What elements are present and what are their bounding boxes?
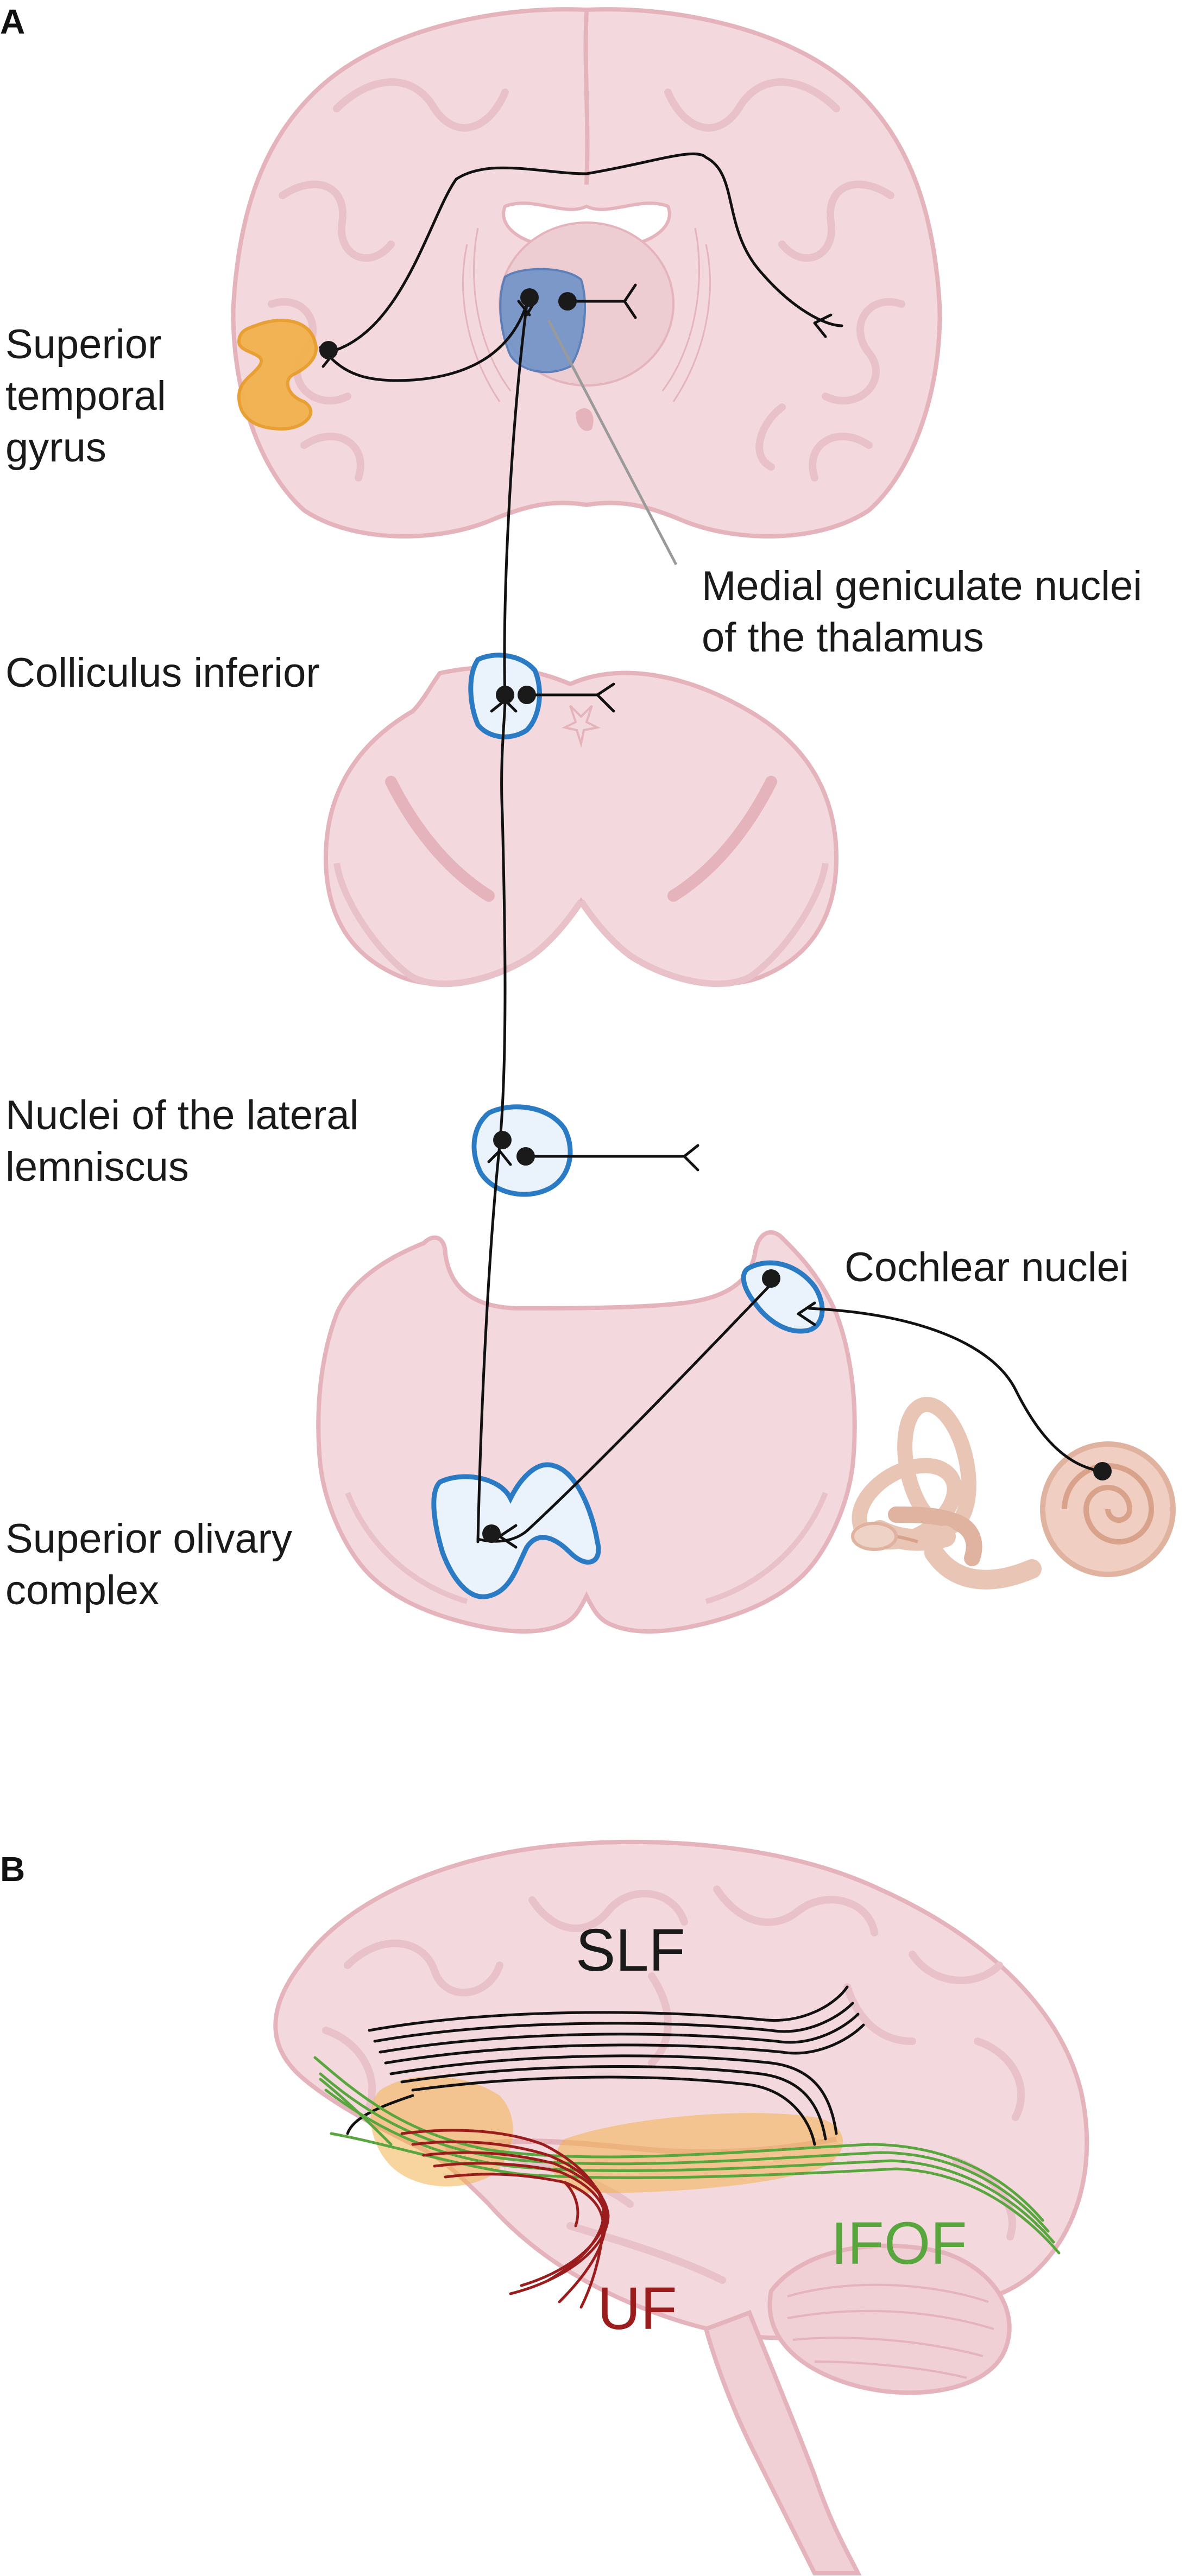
inner-ear-cochlea (851, 1396, 1176, 1590)
midbrain-section (323, 665, 839, 988)
label-superior-temporal-gyrus: Superior temporal gyrus (5, 321, 178, 471)
superior-temporal-gyrus-highlight (237, 319, 318, 431)
uf-tract (400, 2129, 610, 2309)
slf-tract (346, 1985, 865, 2146)
ifof-tract (313, 2056, 1061, 2255)
label-slf: SLF (576, 1917, 685, 1984)
label-uf: UF (597, 2275, 677, 2342)
panel-b-letter: B (0, 1850, 25, 1889)
coronal-brain-section (231, 7, 942, 539)
panel-a-letter: A (0, 2, 25, 41)
auditory-pathway (319, 152, 1104, 1549)
medial-geniculate-highlight (499, 268, 586, 374)
superior-olivary-outline (431, 1462, 601, 1599)
label-cochlear-nuclei: Cochlear nuclei (844, 1244, 1129, 1290)
label-superior-olivary: Superior olivary complex (5, 1516, 304, 1613)
label-lateral-lemniscus: Nuclei of the lateral lemniscus (5, 1092, 370, 1190)
label-ifof: IFOF (831, 2210, 967, 2277)
neuron-somas (319, 288, 1112, 1543)
label-colliculus-inferior: Colliculus inferior (5, 650, 320, 696)
mgn-pointer-line (547, 319, 678, 566)
label-medial-geniculate: Medial geniculate nuclei of the thalamus (702, 563, 1153, 661)
